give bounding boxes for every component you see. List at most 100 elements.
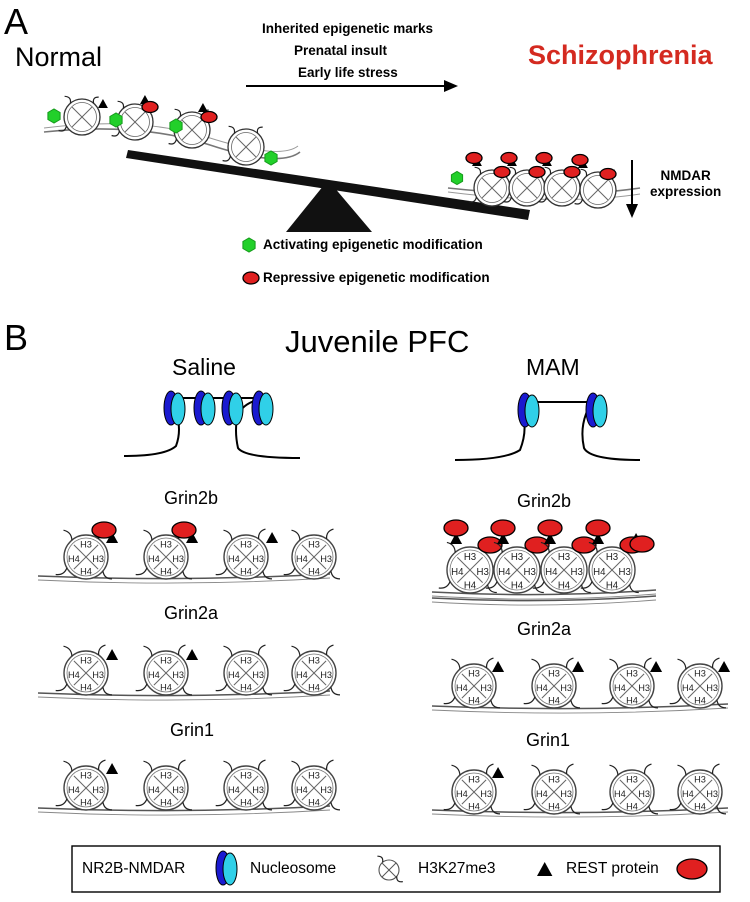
juvenile-pfc-title: Juvenile PFC	[285, 324, 470, 359]
svg-text:H3: H3	[92, 670, 104, 680]
nr2b-nmdar-icon	[585, 392, 608, 428]
legend-h3k27-label: H3K27me3	[418, 860, 496, 877]
rest-triangle-icon	[492, 767, 505, 778]
svg-text:H4: H4	[614, 683, 626, 693]
seesaw-fulcrum	[286, 180, 372, 232]
svg-text:H4: H4	[593, 567, 606, 578]
svg-text:H4: H4	[240, 567, 252, 577]
rest-protein-icon	[524, 536, 550, 554]
svg-text:H4: H4	[228, 670, 240, 680]
svg-text:H3: H3	[706, 683, 718, 693]
svg-text:H3: H3	[252, 785, 264, 795]
rest-protein-icon	[242, 271, 260, 285]
nmdar-expression-label: NMDAR expression	[650, 168, 721, 200]
svg-text:H3: H3	[638, 789, 650, 799]
svg-text:H4: H4	[296, 554, 308, 564]
rest-triangle-icon	[650, 661, 663, 672]
svg-text:H3: H3	[480, 789, 492, 799]
svg-text:H4: H4	[160, 798, 172, 808]
rest-triangle-icon	[106, 763, 119, 774]
svg-text:H4: H4	[464, 580, 477, 591]
rest-triangle-icon	[186, 649, 199, 660]
rest-protein-icon	[490, 519, 516, 537]
legend-rest-label: REST protein	[566, 860, 659, 877]
svg-text:H4: H4	[148, 554, 160, 564]
activating-mark	[169, 118, 183, 134]
svg-text:H4: H4	[468, 696, 480, 706]
activating-mark	[264, 150, 278, 166]
svg-text:H3: H3	[464, 552, 476, 563]
svg-text:H3: H3	[240, 770, 252, 780]
rest-protein-icon	[493, 165, 511, 179]
rest-protein-icon	[537, 519, 563, 537]
svg-text:H4: H4	[308, 683, 320, 693]
svg-text:H4: H4	[80, 683, 92, 693]
svg-text:H3: H3	[320, 554, 332, 564]
svg-text:H4: H4	[308, 798, 320, 808]
nucleosome-icon	[222, 125, 265, 166]
svg-text:H3: H3	[558, 552, 570, 563]
rest-protein-icon	[200, 110, 218, 124]
svg-text:H3: H3	[560, 789, 572, 799]
saline-gene-grin1: Grin1	[170, 720, 215, 740]
svg-text:H3: H3	[320, 785, 332, 795]
mam-spine-left	[454, 399, 526, 461]
cause-inherited: Inherited epigenetic marks	[262, 21, 434, 36]
svg-text:H3: H3	[548, 668, 560, 678]
svg-text:H4: H4	[240, 798, 252, 808]
saline-gene-grin2a: Grin2a	[164, 603, 219, 623]
legend-rest-protein-icon	[676, 858, 708, 880]
rest-protein-icon	[563, 165, 581, 179]
svg-text:H3: H3	[694, 774, 706, 784]
svg-text:H4: H4	[536, 789, 548, 799]
rest-protein-icon	[571, 536, 597, 554]
rest-triangle-icon	[544, 533, 557, 544]
svg-text:H4: H4	[548, 802, 560, 812]
rest-protein-icon	[91, 521, 117, 539]
rest-protein-icon	[585, 519, 611, 537]
svg-text:H4: H4	[614, 789, 626, 799]
svg-text:H3: H3	[320, 670, 332, 680]
nucleosome-icon	[58, 95, 101, 136]
nucleosome-icon	[468, 166, 511, 207]
cause-prenatal: Prenatal insult	[294, 43, 388, 58]
svg-text:H3: H3	[548, 774, 560, 784]
rest-triangle-icon	[106, 649, 119, 660]
svg-text:H4: H4	[626, 696, 638, 706]
svg-text:H3: H3	[523, 567, 535, 578]
rest-protein-icon	[528, 165, 546, 179]
activating-mark	[242, 237, 256, 253]
svg-text:H3: H3	[240, 539, 252, 549]
svg-text:H4: H4	[626, 802, 638, 812]
nucleosome-icon	[574, 168, 617, 209]
rest-triangle-icon	[106, 532, 119, 543]
svg-text:H3: H3	[626, 774, 638, 784]
legend-activating-label: Activating epigenetic modification	[263, 237, 483, 252]
rest-triangle-icon	[98, 99, 108, 108]
svg-text:H3: H3	[80, 770, 92, 780]
svg-text:H4: H4	[160, 567, 172, 577]
svg-text:H3: H3	[160, 655, 172, 665]
rest-protein-icon	[500, 151, 518, 165]
nmdar-label-line2: expression	[650, 184, 722, 200]
svg-text:H3: H3	[80, 655, 92, 665]
svg-text:H3: H3	[626, 668, 638, 678]
svg-text:H3: H3	[308, 539, 320, 549]
legend-nr2b-label: NR2B-NMDAR	[82, 860, 186, 877]
svg-text:H3: H3	[92, 554, 104, 564]
svg-text:H4: H4	[694, 802, 706, 812]
svg-text:H4: H4	[682, 789, 694, 799]
